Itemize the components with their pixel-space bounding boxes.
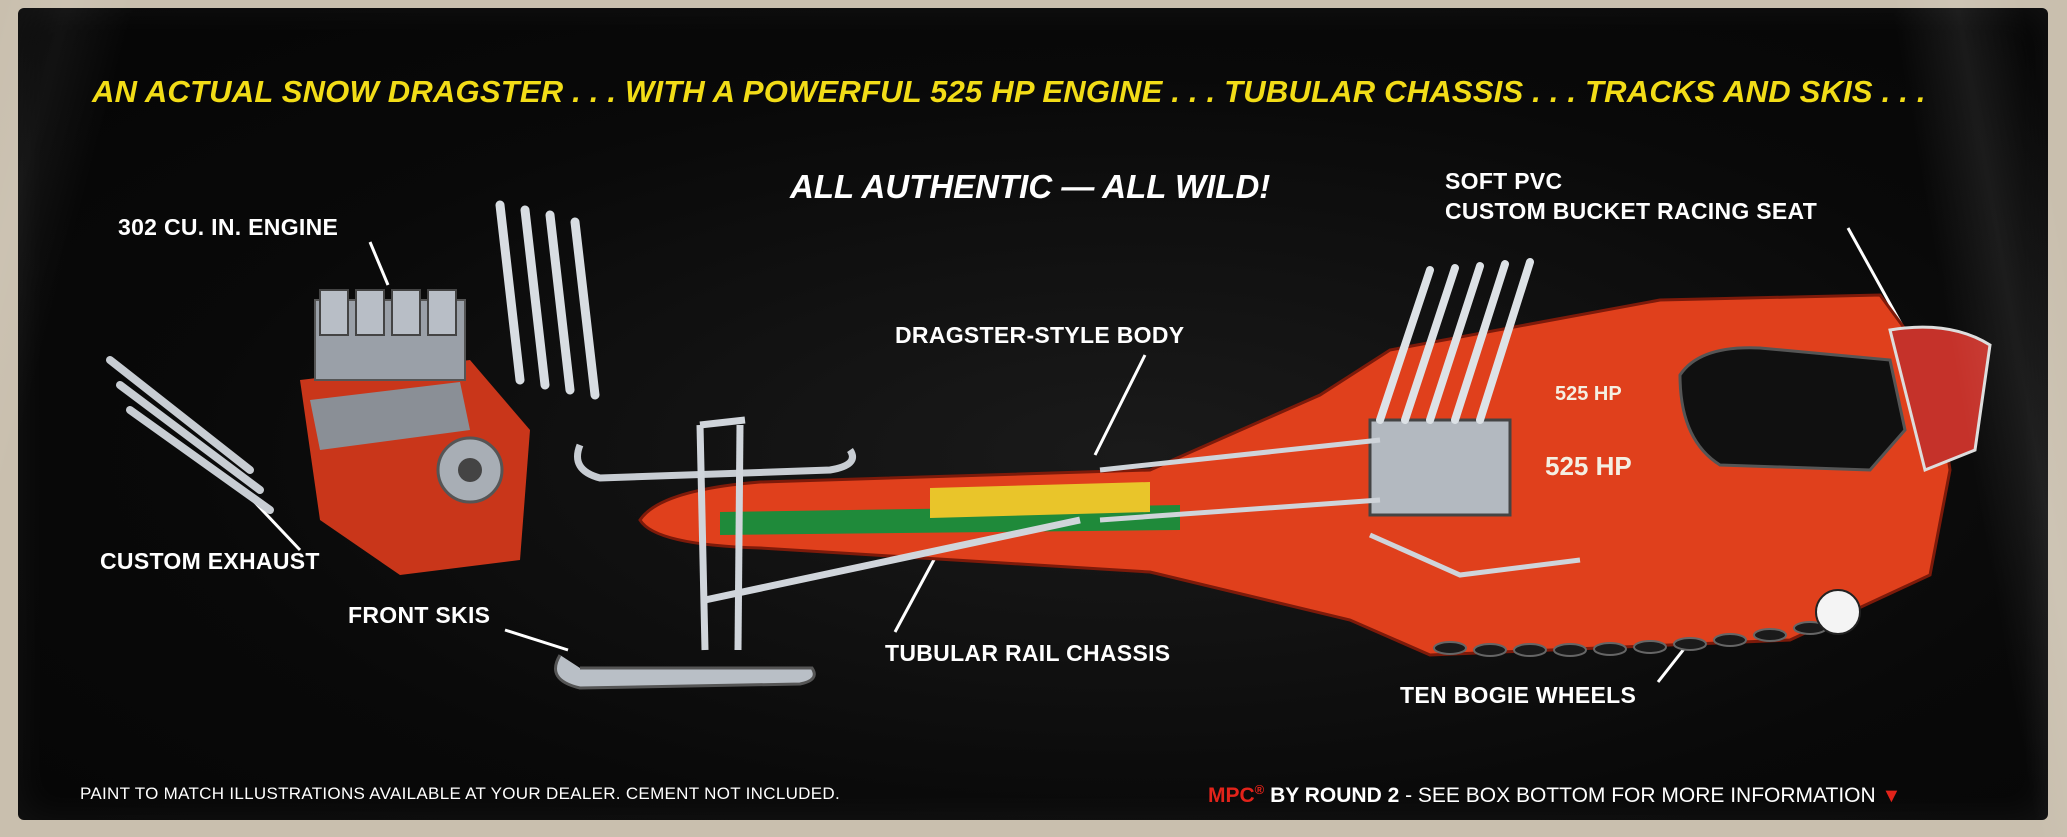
detached-engine-illustration [106, 200, 600, 575]
dragster-body-illustration: 525 HP 525 HP [638, 258, 1992, 657]
callout-skis: FRONT SKIS [348, 602, 491, 628]
callout-engine: 302 CU. IN. ENGINE [118, 214, 339, 240]
down-arrow-icon: ▼ [1881, 785, 1902, 807]
registered-mark: ® [1254, 782, 1265, 797]
footer-disclaimer: PAINT TO MATCH ILLUSTRATIONS AVAILABLE A… [80, 784, 840, 803]
footer-brand-line: MPC® BY ROUND 2 - SEE BOX BOTTOM FOR MOR… [1208, 782, 1901, 808]
headline: AN ACTUAL SNOW DRAGSTER . . . WITH A POW… [92, 74, 1926, 109]
emblem-icon [1815, 589, 1861, 635]
more-info-text: - SEE BOX BOTTOM FOR MORE INFORMATION [1399, 784, 1876, 807]
brand-name: MPC [1208, 784, 1255, 807]
brand-logo: MPC® [1208, 782, 1265, 807]
callout-seat: SOFT PVC CUSTOM BUCKET RACING SEAT [1445, 166, 1817, 226]
callout-exhaust: CUSTOM EXHAUST [100, 548, 320, 574]
decal-hp-small: 525 HP [1555, 383, 1622, 405]
body-leader-line [1093, 354, 1147, 456]
skis-leader-line [504, 628, 569, 652]
callout-seat-line2: CUSTOM BUCKET RACING SEAT [1445, 198, 1818, 224]
callout-wheels: TEN BOGIE WHEELS [1400, 682, 1637, 708]
callout-seat-line1: SOFT PVC [1445, 168, 1563, 194]
round2-label: BY ROUND 2 [1270, 784, 1400, 807]
front-skis-illustration [554, 416, 1081, 690]
engine-leader-line [368, 241, 390, 286]
callout-body: DRAGSTER-STYLE BODY [895, 322, 1185, 348]
subheadline: ALL AUTHENTIC — ALL WILD! [790, 168, 1271, 205]
callout-chassis: TUBULAR RAIL CHASSIS [885, 640, 1171, 666]
decal-hp-large: 525 HP [1545, 451, 1632, 481]
